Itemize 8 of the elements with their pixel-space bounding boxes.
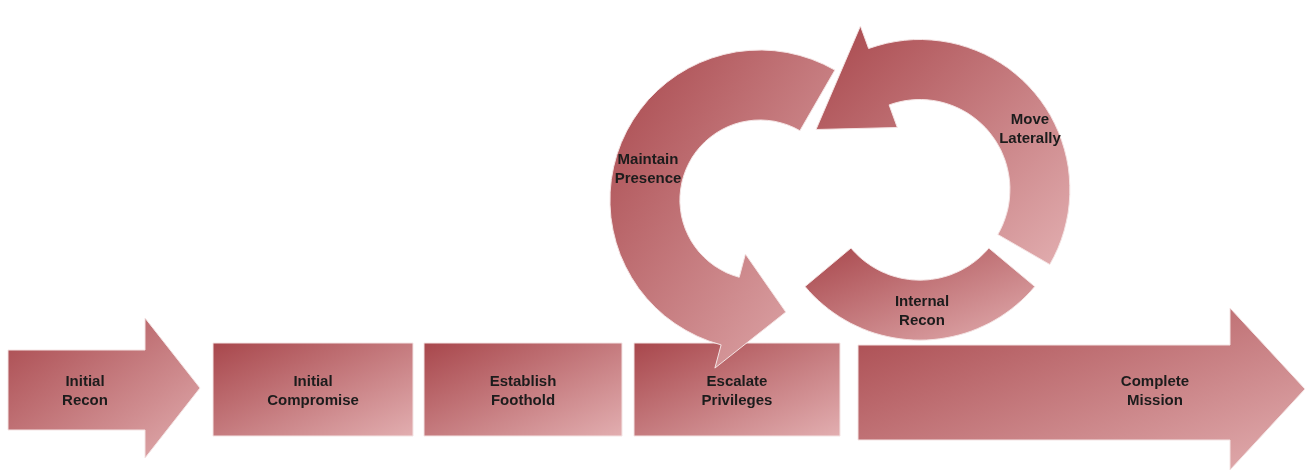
stage-label: Internal Recon bbox=[894, 291, 950, 329]
stage-label: Escalate Privileges bbox=[701, 371, 773, 409]
stage-label: Initial Recon bbox=[62, 371, 108, 409]
stage-label: Establish Foothold bbox=[489, 371, 557, 409]
stage-label: Maintain Presence bbox=[614, 149, 682, 187]
stage-label: Initial Compromise bbox=[267, 371, 359, 409]
stage-label: Move Laterally bbox=[999, 109, 1061, 147]
stage-label: Complete Mission bbox=[1120, 371, 1190, 409]
